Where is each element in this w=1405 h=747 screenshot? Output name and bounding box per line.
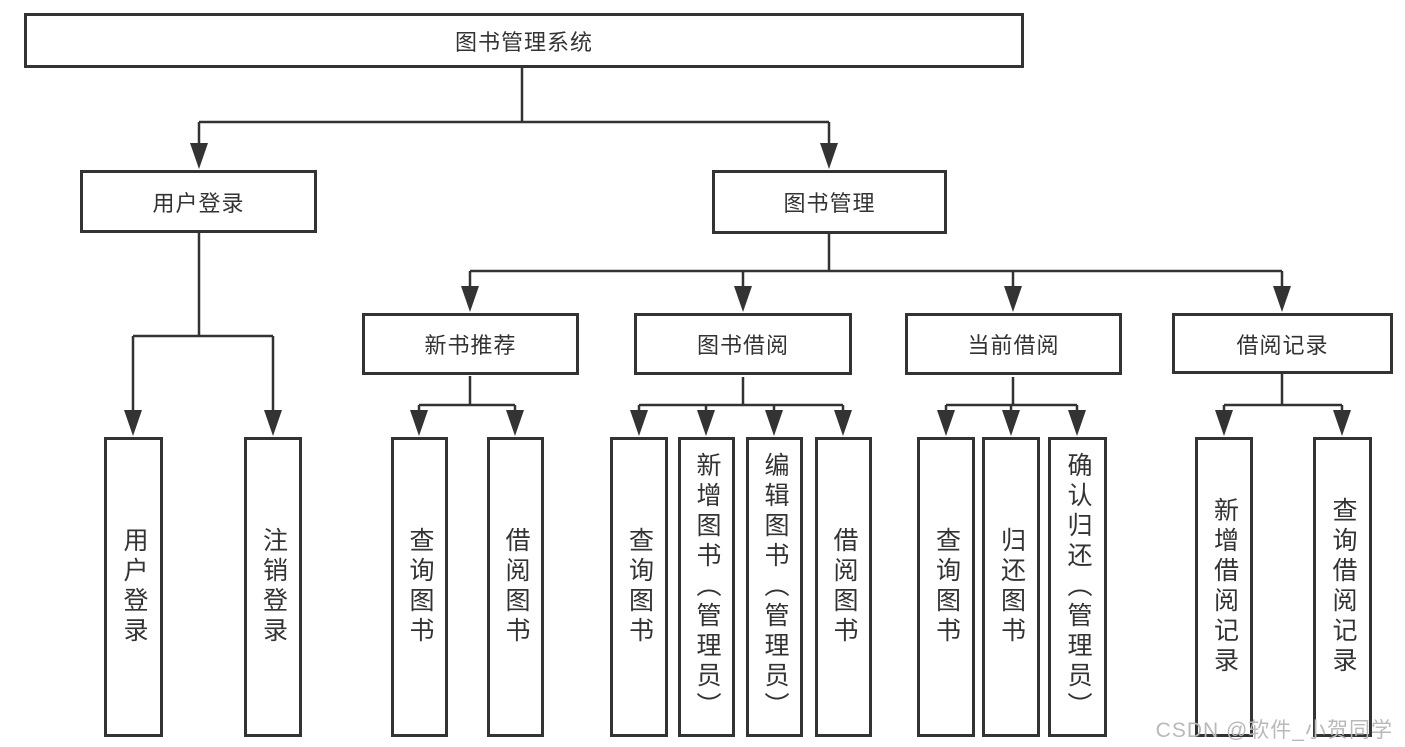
connector-book-mgmt-to-level3 bbox=[468, 234, 1284, 288]
arrowhead-down-icon bbox=[834, 410, 852, 436]
leaf-label: 借阅图书 bbox=[502, 527, 530, 647]
connector-root-to-level2 bbox=[197, 68, 831, 146]
node-book-borrowing: 图书借阅 bbox=[634, 313, 852, 375]
connector-borrow-records-to-leaves bbox=[1222, 374, 1344, 412]
leaf-label: 查询图书 bbox=[625, 527, 654, 647]
leaf-add-borrow-record: 新增借阅记录 bbox=[1195, 437, 1253, 737]
node-label: 当前借阅 bbox=[967, 333, 1060, 358]
leaf-borrow-books: 借阅图书 bbox=[815, 437, 872, 737]
node-book-management: 图书管理 bbox=[712, 170, 947, 234]
arrowhead-down-icon bbox=[1002, 410, 1020, 436]
arrowhead-down-icon bbox=[1068, 410, 1086, 436]
leaf-query-books-recommend: 查询图书 bbox=[391, 437, 448, 737]
node-label: 用户登录 bbox=[152, 190, 245, 216]
node-new-book-recommend: 新书推荐 bbox=[362, 313, 579, 375]
leaf-label: 借阅图书 bbox=[830, 527, 858, 647]
leaf-confirm-return-admin: 确认归还（管理员） bbox=[1048, 437, 1107, 737]
leaf-label: 查询图书 bbox=[932, 527, 961, 647]
node-borrowing-records: 借阅记录 bbox=[1172, 313, 1393, 374]
leaf-query-books-current: 查询图书 bbox=[917, 437, 975, 737]
leaf-label: 编辑图书（管理员） bbox=[761, 452, 789, 722]
leaf-label: 归还图书 bbox=[997, 527, 1026, 647]
leaf-edit-books-admin: 编辑图书（管理员） bbox=[746, 437, 803, 737]
node-label: 新书推荐 bbox=[424, 333, 517, 358]
csdn-watermark: CSDN @软件_小贺同学 bbox=[1155, 719, 1393, 742]
arrowhead-down-icon bbox=[734, 286, 752, 312]
leaf-return-books: 归还图书 bbox=[982, 437, 1040, 737]
connector-book-borrow-to-leaves bbox=[637, 377, 845, 412]
arrowhead-down-icon bbox=[264, 410, 282, 436]
connector-user-login-to-leaves bbox=[131, 233, 275, 412]
node-current-borrowing: 当前借阅 bbox=[905, 313, 1122, 375]
leaf-logout: 注销登录 bbox=[244, 437, 302, 737]
arrowhead-down-icon bbox=[124, 410, 142, 436]
node-label: 图书管理 bbox=[783, 191, 876, 216]
arrowhead-down-icon bbox=[937, 410, 955, 436]
leaf-label: 新增借阅记录 bbox=[1210, 497, 1239, 677]
leaf-add-books-admin: 新增图书（管理员） bbox=[678, 437, 735, 737]
leaf-query-borrow-record: 查询借阅记录 bbox=[1313, 437, 1372, 737]
arrowhead-down-icon bbox=[697, 410, 715, 436]
arrowhead-down-icon bbox=[1273, 286, 1291, 312]
arrowhead-down-icon bbox=[190, 143, 208, 169]
connector-new-books-to-leaves bbox=[417, 376, 517, 412]
arrowhead-down-icon bbox=[1215, 410, 1233, 436]
arrowhead-down-icon bbox=[765, 410, 783, 436]
leaf-label: 用户登录 bbox=[120, 527, 148, 647]
node-label: 借阅记录 bbox=[1236, 332, 1329, 358]
leaf-label: 注销登录 bbox=[259, 527, 288, 647]
leaf-user-login: 用户登录 bbox=[104, 437, 163, 737]
arrowhead-down-icon bbox=[410, 410, 428, 436]
leaf-borrow-books-recommend: 借阅图书 bbox=[487, 437, 544, 737]
arrowhead-down-icon bbox=[630, 410, 648, 436]
arrowhead-down-icon bbox=[461, 286, 479, 312]
node-root-library-system: 图书管理系统 bbox=[24, 13, 1024, 68]
leaf-label: 新增图书（管理员） bbox=[693, 452, 721, 722]
leaf-label: 查询图书 bbox=[406, 527, 434, 647]
leaf-query-books-borrowing: 查询图书 bbox=[610, 437, 668, 737]
arrowhead-down-icon bbox=[1004, 286, 1022, 312]
node-user-login: 用户登录 bbox=[80, 170, 317, 233]
arrowhead-down-icon bbox=[506, 410, 524, 436]
node-label: 图书管理系统 bbox=[454, 29, 593, 55]
arrowhead-down-icon bbox=[1333, 410, 1351, 436]
leaf-label: 确认归还（管理员） bbox=[1064, 452, 1092, 722]
leaf-label: 查询借阅记录 bbox=[1329, 497, 1357, 677]
arrowhead-down-icon bbox=[820, 143, 838, 169]
connector-current-borrow-to-leaves bbox=[944, 377, 1079, 412]
node-label: 图书借阅 bbox=[696, 333, 789, 358]
